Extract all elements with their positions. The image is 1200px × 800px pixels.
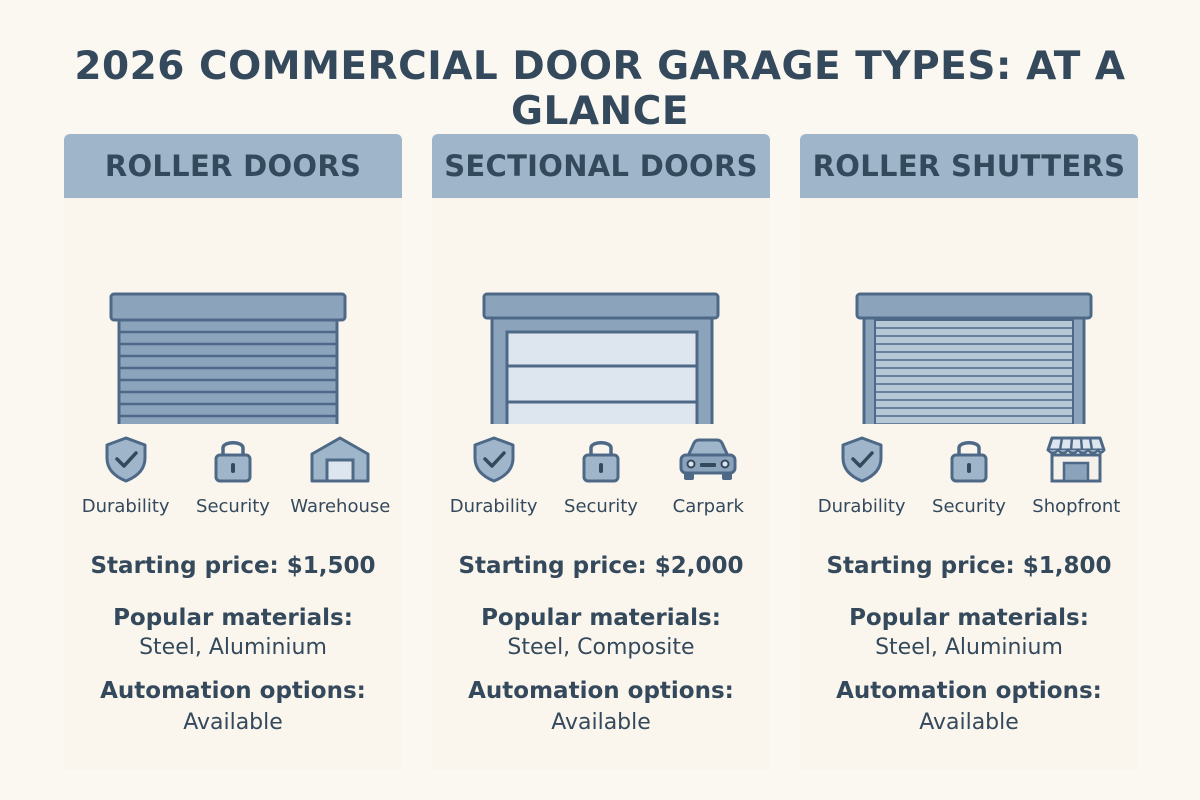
feature-label: Durability [81,496,170,517]
card-heading: SECTIONAL DOORS [432,134,770,198]
feature-list: Durability Security [432,434,770,517]
sectional-door-illustration [432,198,770,424]
feature-list: Durability Security Warehouse [64,434,402,517]
materials-label: Popular materials: [113,605,353,631]
automation-value: Available [183,710,283,735]
automation-value: Available [551,710,651,735]
warehouse-icon [310,436,370,483]
feature-label: Durability [817,496,906,517]
feature-label: Security [564,496,638,517]
starting-price: Starting price: $1,500 [90,553,376,579]
automation-value: Available [919,710,1019,735]
starting-price: Starting price: $2,000 [458,553,744,579]
page-title: 2026 COMMERCIAL DOOR GARAGE TYPES: AT A … [74,44,1126,134]
roller-shutter-illustration [800,198,1138,424]
card-heading: ROLLER DOORS [64,134,402,198]
feature-carpark: Carpark [658,434,758,517]
feature-security: Security [919,434,1019,517]
roller-shutter-icon [855,292,1093,424]
shopfront-icon [1046,436,1106,483]
automation-label: Automation options: [468,678,734,704]
starting-price: Starting price: $1,800 [826,553,1112,579]
card-roller-doors: ROLLER DOORS [64,134,402,770]
feature-durability: Durability [76,434,176,517]
feature-label: Shopfront [1032,496,1121,517]
roller-door-icon [109,292,347,424]
materials-label: Popular materials: [849,605,1089,631]
feature-shopfront: Shopfront [1026,434,1126,517]
feature-security: Security [183,434,283,517]
automation-label: Automation options: [836,678,1102,704]
padlock-icon [950,441,988,483]
padlock-icon [582,441,620,483]
padlock-icon [214,441,252,483]
feature-security: Security [551,434,651,517]
feature-label: Security [932,496,1006,517]
feature-label: Warehouse [290,496,391,517]
roller-door-illustration [64,198,402,424]
feature-label: Carpark [672,496,744,517]
feature-list: Durability Security [800,434,1138,517]
materials-label: Popular materials: [481,605,721,631]
shield-check-icon [473,436,515,483]
shield-check-icon [105,436,147,483]
car-icon [679,438,737,480]
materials-value: Steel, Aluminium [139,635,327,660]
shield-check-icon [841,436,883,483]
feature-label: Durability [449,496,538,517]
sectional-door-icon [482,292,720,424]
card-sectional-doors: SECTIONAL DOORS Durability [432,134,770,770]
feature-label: Security [196,496,270,517]
automation-label: Automation options: [100,678,366,704]
feature-durability: Durability [812,434,912,517]
card-heading: ROLLER SHUTTERS [800,134,1138,198]
feature-warehouse: Warehouse [290,434,390,517]
feature-durability: Durability [444,434,544,517]
card-roller-shutters: ROLLER SHUTTERS [800,134,1138,770]
materials-value: Steel, Aluminium [875,635,1063,660]
materials-value: Steel, Composite [507,635,695,660]
